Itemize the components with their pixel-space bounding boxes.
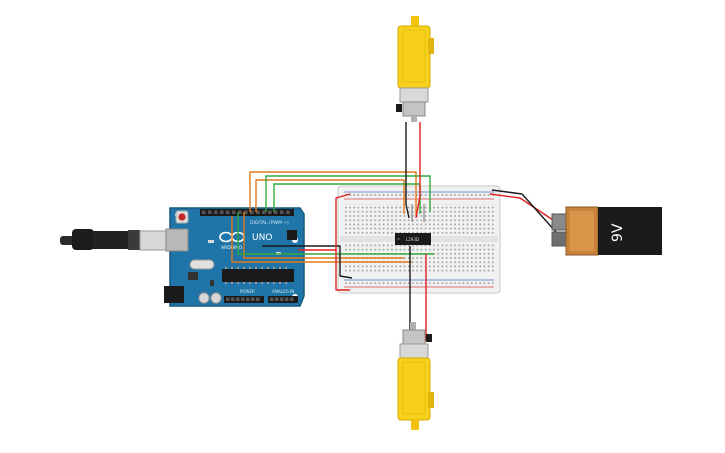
analog-header-label: ANALOG IN xyxy=(272,289,294,294)
arduino-uno-board[interactable]: DIGITAL (PWM ~) ARDUINO UNO POWER ANALOG… xyxy=(164,207,305,307)
power-header-label: POWER xyxy=(240,289,255,294)
wire-red-5v xyxy=(298,193,351,251)
wire-orange-2 xyxy=(255,179,405,214)
wires[interactable] xyxy=(231,122,557,349)
wire-battery-red xyxy=(489,193,557,223)
wire-black-gnd xyxy=(262,245,353,279)
arduino-model-text: UNO xyxy=(252,233,272,243)
dc-motor-bottom[interactable] xyxy=(397,322,434,430)
battery-9v[interactable]: 9V xyxy=(551,206,662,256)
digital-header-label: DIGITAL (PWM ~) xyxy=(250,220,289,226)
wire-red-rail xyxy=(335,250,350,291)
wire-orange-4 xyxy=(231,216,412,263)
wire-green-3 xyxy=(237,212,434,255)
wire-orange-1 xyxy=(249,171,417,216)
atmega-chip xyxy=(222,269,294,282)
battery-label: 9V xyxy=(610,223,626,242)
wire-orange-3 xyxy=(243,212,404,259)
wire-top-motor-black xyxy=(405,122,410,219)
motor-driver-chip[interactable]: L293D xyxy=(395,233,431,245)
wire-green-1 xyxy=(265,175,431,212)
dc-motor-top[interactable] xyxy=(396,16,434,122)
wire-battery-black xyxy=(491,189,557,233)
wire-top-motor-red xyxy=(415,122,421,219)
dc-power-jack xyxy=(164,286,184,303)
driver-chip-label: L293D xyxy=(406,237,419,242)
